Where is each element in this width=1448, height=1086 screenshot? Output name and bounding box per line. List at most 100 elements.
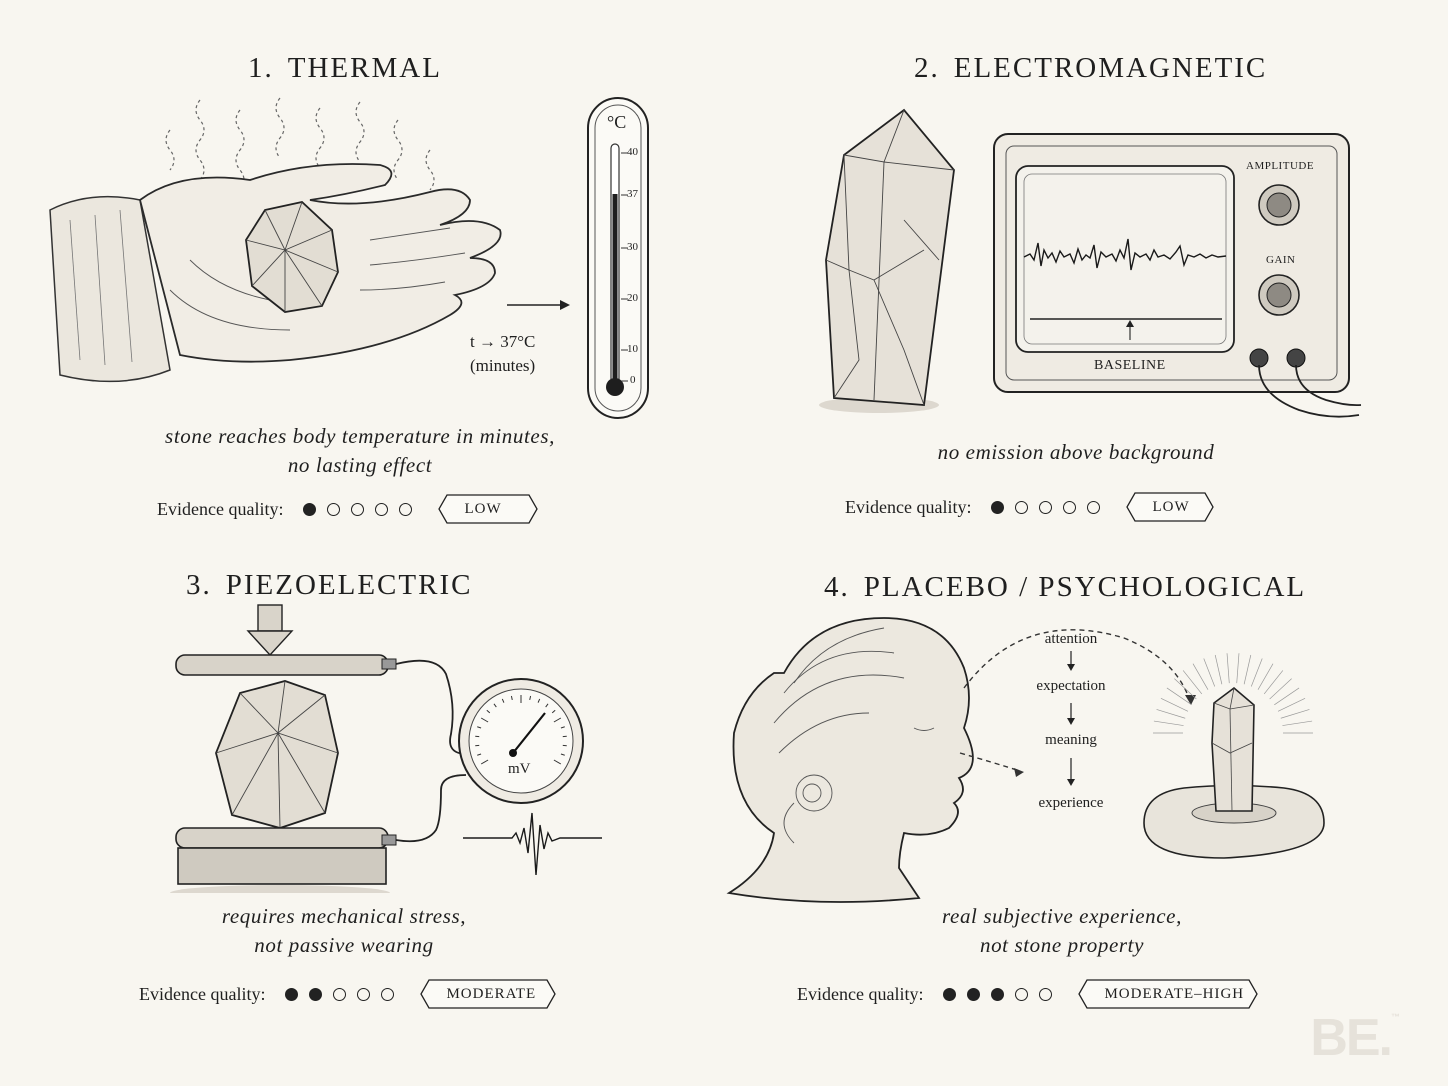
evidence-label: Evidence quality: [845, 496, 972, 517]
amplitude-label: AMPLITUDE [1246, 160, 1315, 172]
panel-placebo-psychological: 4. PLACEBO / PSYCHOLOGICAL [724, 543, 1448, 1086]
evidence-dot-empty [1039, 500, 1053, 514]
evidence-dot-filled [967, 987, 981, 1001]
tick-label: 40 [627, 146, 638, 158]
scope-screen [1015, 165, 1235, 353]
evidence-dot-empty [1063, 500, 1077, 514]
caption-line: no lasting effect [287, 453, 433, 477]
evidence-dot-filled [285, 987, 299, 1001]
evidence-dots [991, 500, 1101, 514]
head-crystal-illustration [726, 617, 1325, 903]
baseline-label: BASELINE [1094, 358, 1166, 373]
caption-line: not passive wearing [254, 933, 434, 957]
badge-label: LOW [1152, 498, 1190, 515]
tick-label: 10 [627, 343, 638, 355]
heat-waves [165, 97, 435, 191]
evidence-dots [303, 502, 413, 516]
badge-label: MODERATE–HIGH [1104, 985, 1245, 1002]
head-profile [726, 617, 974, 903]
signal-trace [1023, 238, 1227, 271]
gauge-unit: mV [508, 761, 531, 777]
panel-piezoelectric: 3.PIEZOELECTRIC mV requires [0, 543, 724, 1086]
panel-title-text: PLACEBO / PSYCHOLOGICAL [863, 571, 1307, 603]
panel-number: 2. [914, 52, 940, 84]
caption: stone reaches body temperature in minute… [0, 422, 722, 480]
caption: no emission above background [714, 438, 1438, 467]
dashed-arrow-to-crystal [963, 629, 1190, 699]
evidence-label: Evidence quality: [797, 983, 924, 1004]
thermometer: °C 40 37 30 20 10 0 [586, 96, 650, 420]
caption: real subjective experience, not stone pr… [700, 902, 1424, 960]
evidence-dot-empty [381, 987, 395, 1001]
evidence-label: Evidence quality: [157, 498, 284, 519]
evidence-dot-empty [399, 502, 413, 516]
time-unit: (minutes) [470, 356, 536, 375]
evidence-dot-empty [375, 502, 389, 516]
badge-label: LOW [464, 500, 502, 517]
time-annotation: t → 37°C (minutes) [470, 330, 535, 378]
panel-title: 2. ELECTROMAGNETIC [914, 52, 1267, 85]
top-plate [175, 654, 389, 676]
caption-line: real subjective experience, [942, 904, 1182, 928]
panel-number: 1. [248, 52, 274, 84]
panel-number: 4. [824, 571, 850, 603]
evidence-badge: LOW [1126, 492, 1215, 522]
flow-step: experience [1038, 795, 1104, 811]
caption-line: stone reaches body temperature in minute… [165, 424, 555, 448]
flow-step: meaning [1045, 732, 1097, 748]
gauge-needle [512, 712, 546, 754]
stone [215, 680, 339, 829]
evidence-dot-filled [991, 500, 1005, 514]
evidence-dots [943, 987, 1053, 1001]
evidence-dot-empty [351, 502, 365, 516]
crystal [825, 108, 955, 406]
panel-title: 4. PLACEBO / PSYCHOLOGICAL [824, 571, 1306, 604]
logo-text: BE. [1310, 1009, 1393, 1067]
evidence-badge: MODERATE [420, 979, 562, 1009]
evidence-dot-empty [1015, 500, 1029, 514]
caption-line: not stone property [979, 933, 1144, 957]
evidence-dot-empty [333, 987, 347, 1001]
gauge-ticks [475, 695, 567, 765]
panel-title-text: ELECTROMAGNETIC [953, 52, 1268, 84]
tick-label: 0 [630, 374, 636, 386]
voltage-pulse-trace [463, 812, 602, 876]
trademark-mark: ™ [1391, 1012, 1400, 1022]
bottom-plate [175, 827, 389, 849]
caption-line: requires mechanical stress, [221, 904, 467, 928]
evidence-dot-filled [943, 987, 957, 1001]
evidence-dot-empty [1039, 987, 1053, 1001]
panel-electromagnetic: 2.ELECTROMAGNETIC AMPLITUDE GAIN BA [724, 0, 1448, 543]
force-arrow [246, 630, 294, 657]
evidence-quality: Evidence quality: MODERATE–HIGH [797, 979, 1270, 1009]
evidence-dot-filled [309, 987, 323, 1001]
time-to-temperature: t → 37°C [470, 332, 536, 351]
crystal-oscilloscope-illustration [819, 108, 1362, 418]
tick-label: 20 [627, 292, 638, 304]
caption: requires mechanical stress, not passive … [0, 902, 706, 960]
flow-step: expectation [1036, 678, 1106, 694]
evidence-dot-filled [991, 987, 1005, 1001]
tick-label: 37 [627, 188, 638, 200]
panel-title-text: PIEZOELECTRIC [225, 569, 473, 601]
flow-step: attention [1044, 631, 1098, 647]
thermometer-unit: °C [607, 112, 627, 132]
evidence-label: Evidence quality: [139, 983, 266, 1004]
brand-logo: BE.™ [1310, 1008, 1400, 1068]
evidence-quality: Evidence quality: LOW [845, 492, 1216, 522]
evidence-dot-filled [303, 502, 317, 516]
gain-label: GAIN [1266, 254, 1296, 266]
press-gauge-illustration [170, 604, 602, 893]
evidence-dots [285, 987, 395, 1001]
evidence-badge: LOW [438, 494, 539, 524]
evidence-dot-empty [1087, 500, 1101, 514]
evidence-quality: Evidence quality: LOW [157, 494, 539, 524]
panel-title: 3. PIEZOELECTRIC [186, 569, 472, 602]
evidence-dot-empty [357, 987, 371, 1001]
evidence-badge: MODERATE–HIGH [1078, 979, 1270, 1009]
badge-label: MODERATE [446, 985, 537, 1002]
panel-number: 3. [186, 569, 212, 601]
caption-line: no emission above background [937, 440, 1215, 464]
panel-title: 1.THERMAL [248, 52, 442, 85]
evidence-quality: Evidence quality: MODERATE [139, 979, 562, 1009]
